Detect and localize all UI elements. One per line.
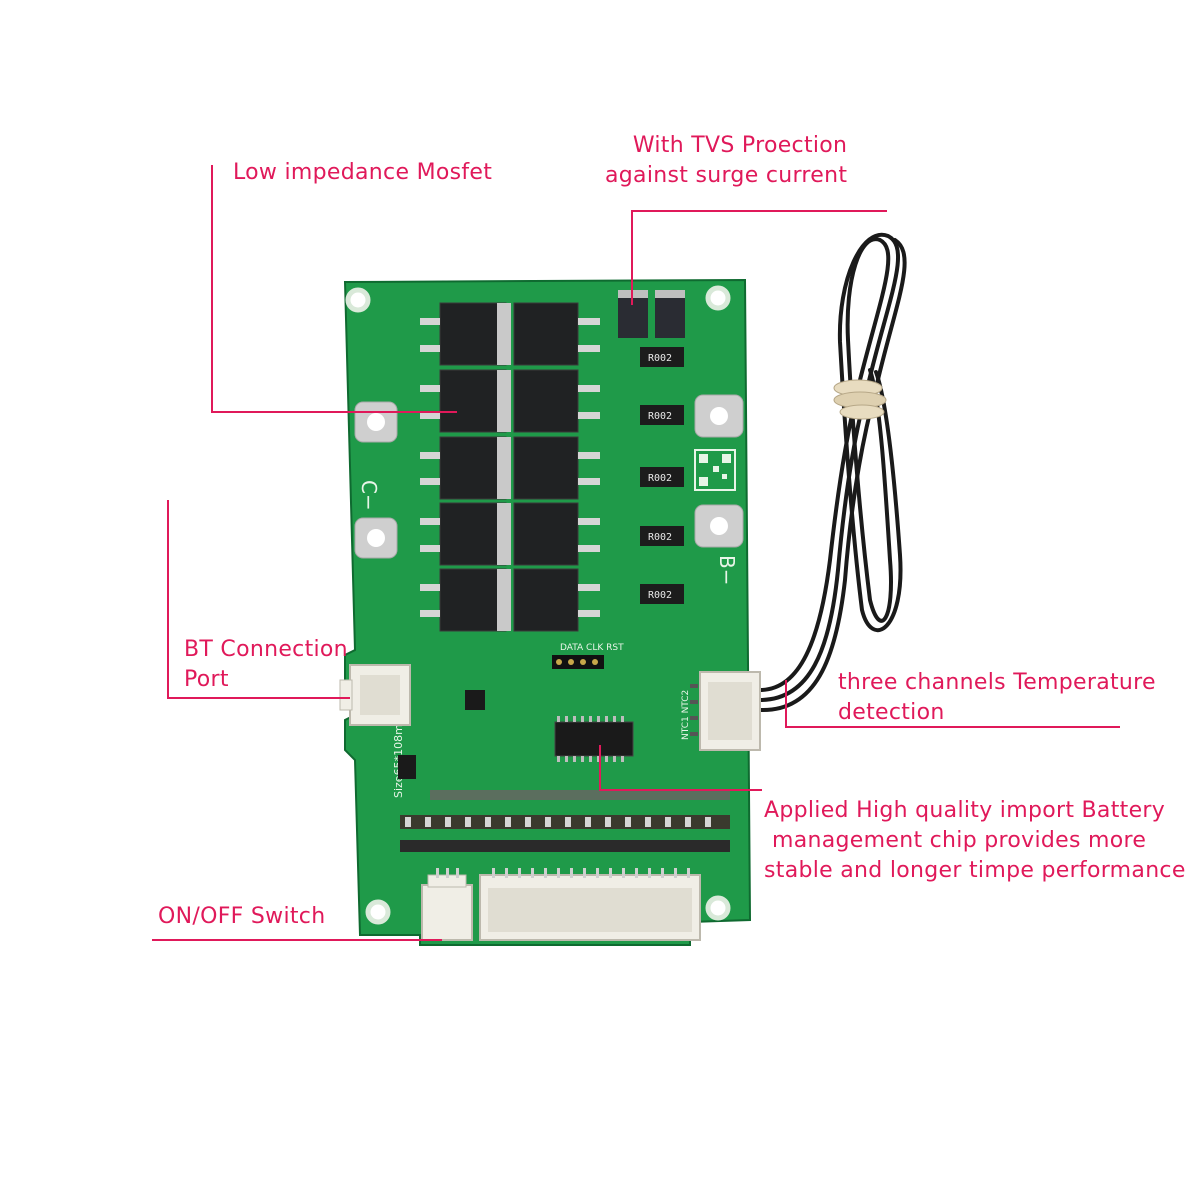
resistor-label: R002 <box>648 532 672 543</box>
temp-leader-v <box>785 680 787 727</box>
chip-leader-v <box>599 745 601 790</box>
bt-leader-v <box>167 500 169 698</box>
temp-callout: three channels Temperature detection <box>838 668 1156 728</box>
switch-callout-text: ON/OFF Switch <box>158 904 326 929</box>
b-minus-label: B− <box>715 555 739 585</box>
temp-callout-line2: detection <box>838 700 945 725</box>
temperature-cable <box>758 232 907 713</box>
switch-leader-h <box>152 939 442 941</box>
qr-code <box>694 449 736 491</box>
tvs-leader-h <box>631 210 887 212</box>
resistor-label: R002 <box>648 473 672 484</box>
temp-leader-h <box>785 726 1120 728</box>
pcb-board: R002 R002 R002 R002 R002 C− B− Size65*10… <box>339 278 761 946</box>
small-ic <box>465 690 485 710</box>
mosfet-leader-h <box>211 411 457 413</box>
ntc-label: NTC1 NTC2 <box>681 690 691 740</box>
chip-leader-h <box>599 789 762 791</box>
shunt-resistors <box>640 347 684 604</box>
tvs-diodes <box>618 290 685 338</box>
tvs-leader-v <box>631 210 633 305</box>
switch-callout: ON/OFF Switch <box>158 902 325 932</box>
header-pins-label: DATA CLK RST <box>560 643 624 653</box>
tvs-callout-line1: With TVS Proection <box>632 133 848 158</box>
chip-callout: Applied High quality import Battery mana… <box>764 796 1186 886</box>
mosfet-array <box>420 302 600 632</box>
program-header <box>552 655 604 669</box>
bt-callout-line2: Port <box>184 667 229 692</box>
resistor-label: R002 <box>648 353 672 364</box>
chip-callout-line3: stable and longer timpe performance <box>764 858 1186 883</box>
tvs-callout-line2: against surge current <box>605 163 848 188</box>
ntc-connector <box>690 671 761 751</box>
resistor-label: R002 <box>648 590 672 601</box>
smd-component-rows <box>400 790 730 852</box>
mosfet-leader-v <box>211 165 213 412</box>
tvs-callout: With TVS Proection against surge current <box>605 131 847 191</box>
bt-leader-h <box>167 697 350 699</box>
bt-callout: BT Connection Port <box>184 635 348 695</box>
mosfet-callout: Low impedance Mosfet <box>233 158 492 188</box>
c-minus-label: C− <box>357 480 381 511</box>
bt-callout-line1: BT Connection <box>184 637 348 662</box>
chip-callout-line2: management chip provides more <box>772 828 1147 853</box>
mosfet-callout-text: Low impedance Mosfet <box>233 160 493 185</box>
temp-callout-line1: three channels Temperature <box>838 670 1156 695</box>
small-ic <box>398 755 416 779</box>
switch-connector <box>421 868 473 941</box>
chip-callout-line1: Applied High quality import Battery <box>764 798 1166 823</box>
bms-chip <box>554 716 634 762</box>
bt-connector <box>339 664 411 726</box>
balance-connector <box>479 868 701 941</box>
resistor-label: R002 <box>648 411 672 422</box>
cable-tie <box>833 379 887 420</box>
